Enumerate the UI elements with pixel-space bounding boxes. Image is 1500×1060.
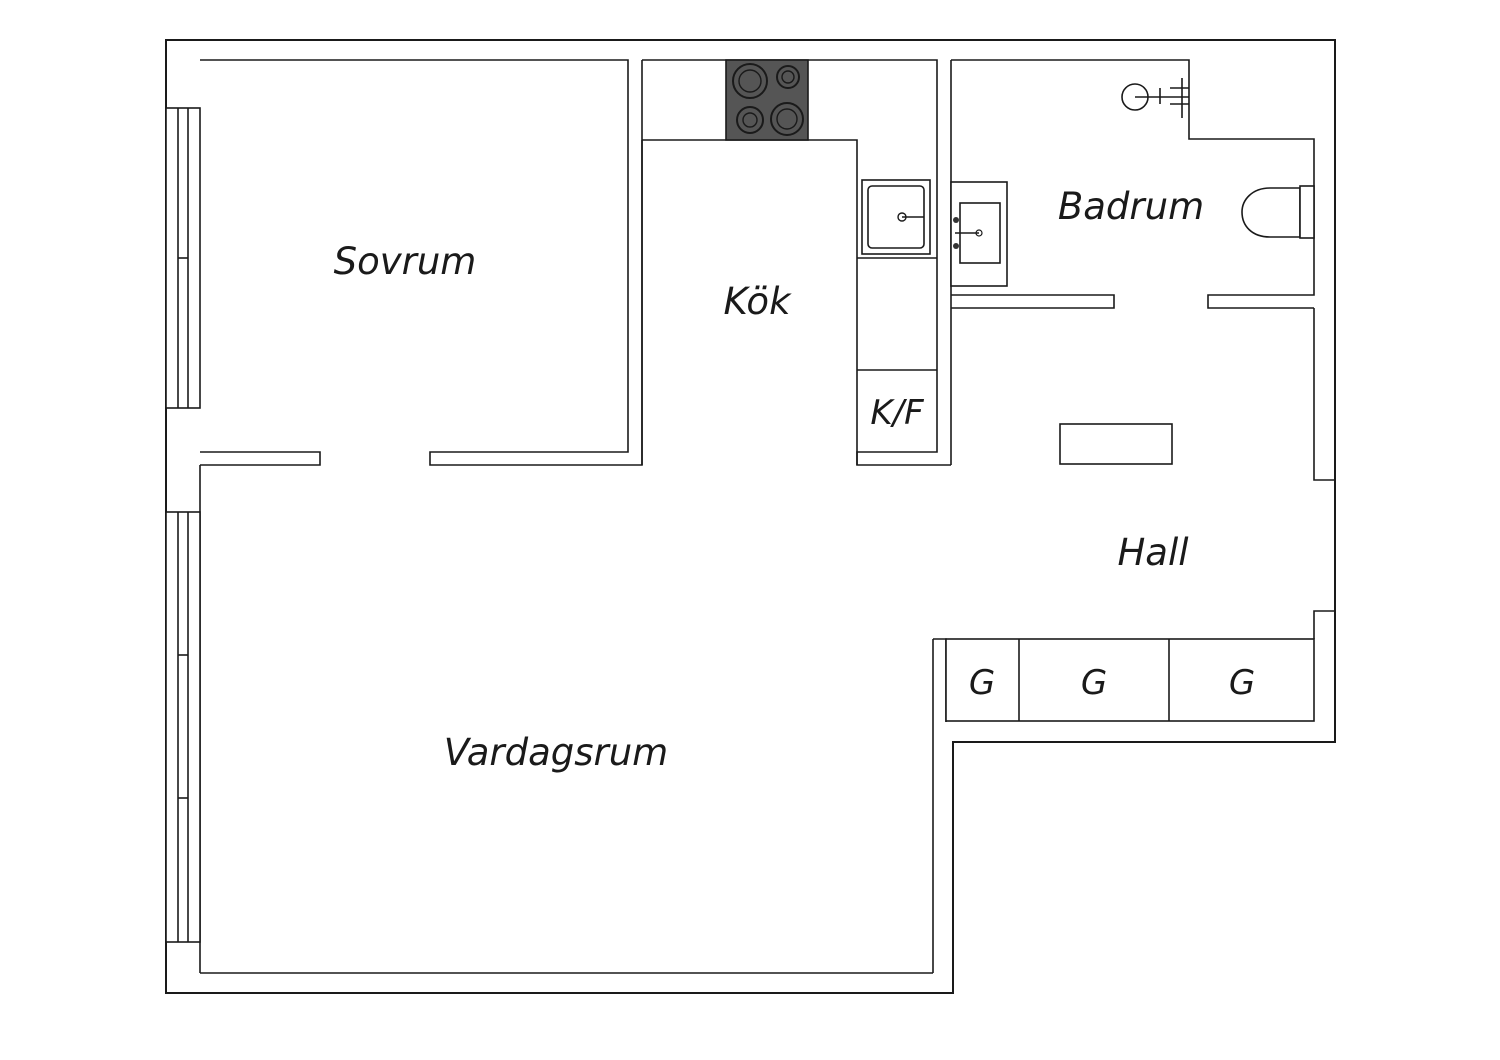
room-label-badrum: Badrum (1058, 185, 1204, 228)
windows (165, 107, 201, 943)
wardrobe-label-2: G (1081, 663, 1107, 703)
shower-icon (1121, 78, 1189, 118)
interior-floor (200, 60, 1315, 973)
stove-icon (725, 59, 809, 141)
window-sovrum (165, 107, 201, 409)
room-label-kok: Kök (723, 280, 792, 323)
hall-bench-icon (1059, 423, 1173, 465)
toilet-icon (1241, 185, 1315, 239)
room-label-hall: Hall (1117, 531, 1189, 574)
wardrobe-label-3: G (1229, 663, 1255, 703)
bathroom-sink-icon (950, 181, 1008, 287)
window-vardagsrum (165, 511, 201, 943)
room-label-vardagsrum: Vardagsrum (444, 731, 668, 774)
wardrobes (945, 638, 1315, 722)
wardrobe-label-1: G (969, 663, 995, 703)
fridge-freezer-label: K/F (870, 393, 924, 433)
room-label-sovrum: Sovrum (334, 240, 477, 283)
kitchen-sink-icon (861, 179, 931, 255)
